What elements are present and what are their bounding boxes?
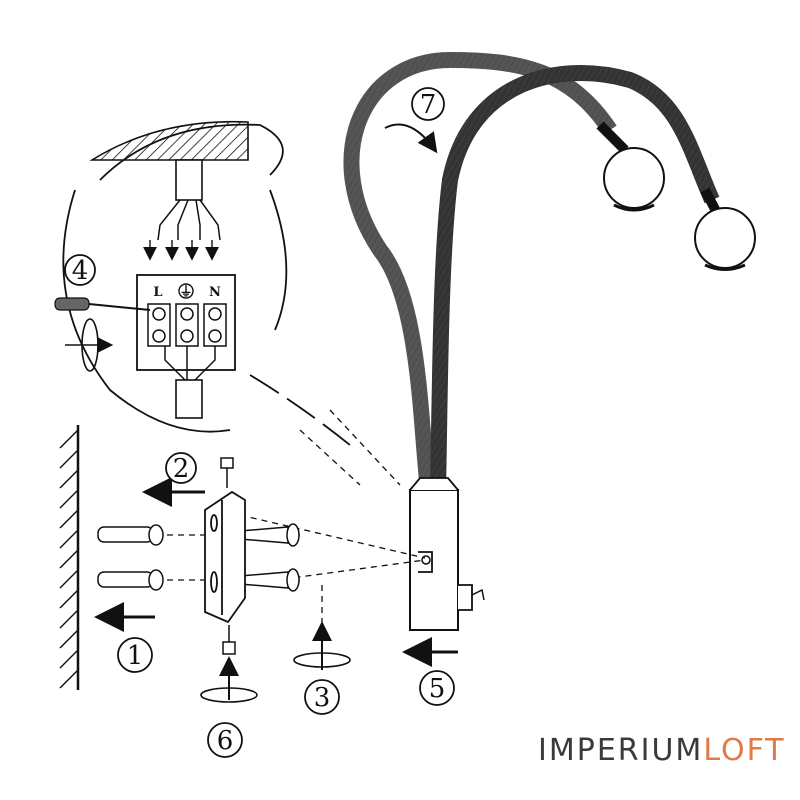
lamp-head-1	[596, 121, 665, 212]
guide-lines	[145, 409, 426, 640]
earth-symbol	[178, 283, 194, 299]
switch-icon	[458, 584, 473, 611]
lamp-head-2	[694, 187, 756, 271]
wall-plugs	[97, 524, 164, 591]
watermark-part1: IMPERIUM	[538, 733, 703, 768]
grub-screw-top	[220, 457, 234, 488]
step-6: 6	[200, 656, 258, 758]
step-5-badge	[419, 670, 455, 706]
watermark: IMPERIUMLOFT	[538, 733, 786, 768]
terminal-label-neutral: N	[209, 285, 221, 300]
step-4-badge	[64, 254, 96, 286]
step-1-badge	[117, 637, 153, 673]
step-7-badge	[411, 87, 445, 121]
lamp-base	[409, 477, 485, 631]
step-1: 1	[94, 602, 155, 673]
step-3-label: 3	[314, 683, 331, 713]
grub-screw-bottom	[222, 625, 236, 655]
screwdriver-icon	[54, 297, 151, 311]
supply-cable	[175, 159, 203, 201]
terminal-screws	[147, 303, 227, 347]
mounting-bracket	[204, 490, 246, 624]
step-3-badge	[304, 679, 340, 715]
mounting-screws	[239, 523, 300, 592]
step-2-label: 2	[173, 454, 190, 484]
step-2-badge	[165, 452, 197, 484]
step-5-label: 5	[429, 674, 446, 704]
step-6-badge	[207, 722, 243, 758]
step-2: 2	[142, 452, 205, 507]
step-5: 5	[402, 637, 458, 706]
lamp-cable	[175, 379, 203, 419]
step-4-label: 4	[72, 256, 89, 286]
terminal-label-earth: ⏚	[179, 285, 192, 300]
wire-arrows	[143, 240, 219, 261]
rotate-icon	[65, 318, 114, 372]
step-1-label: 1	[127, 641, 144, 671]
step-7-label: 7	[420, 90, 437, 120]
step-7-rotate: 7	[384, 87, 445, 154]
wall	[59, 425, 80, 690]
step-3: 3	[293, 621, 351, 715]
ceiling-hatch	[89, 120, 249, 161]
terminal-label-live: L	[153, 285, 162, 300]
gooseneck-arms	[343, 51, 720, 491]
step-6-label: 6	[217, 726, 234, 756]
watermark-part2: LOFT	[703, 733, 785, 768]
wiring-detail: L ⏚ N 4	[54, 120, 351, 446]
